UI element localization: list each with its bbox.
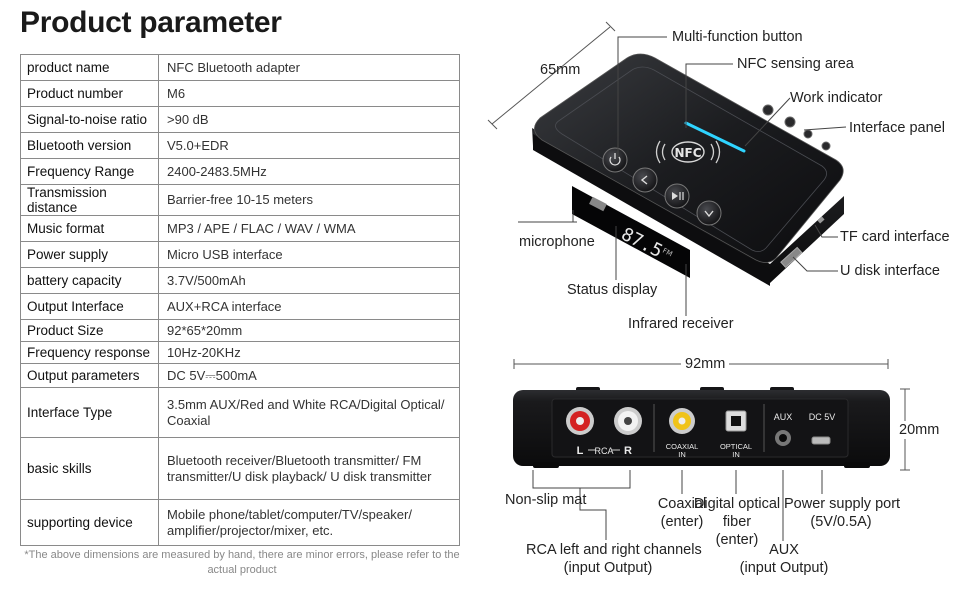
svg-text:IN: IN (732, 450, 740, 459)
play-pause-button-icon (664, 183, 690, 209)
parameter-name: Power supply (20, 241, 159, 268)
bottom-device: L RCA R COAXIAL IN OPTICAL IN AUX DC 5V (513, 359, 910, 471)
callout-rca-channels: RCA left and right channels (input Outpu… (526, 542, 702, 576)
callout-tf-card-interface: TF card interface (840, 229, 950, 245)
top-device: NFC (487, 21, 844, 286)
callout-status-display: Status display (567, 282, 658, 298)
svg-text:OPTICAL: OPTICAL (720, 442, 752, 451)
parameter-value: 10Hz-20KHz (158, 341, 460, 364)
parameter-name: supporting device (20, 499, 159, 546)
coaxial-port-icon (669, 408, 695, 434)
aux-port-icon (775, 430, 791, 446)
parameter-value: NFC Bluetooth adapter (158, 54, 460, 81)
parameter-name: Output parameters (20, 363, 159, 388)
svg-text:DC 5V: DC 5V (809, 412, 836, 422)
parameter-name: basic skills (20, 437, 159, 500)
callout-digital-optical: Digital optical fiber (enter) (693, 496, 781, 548)
callout-aux: AUX (input Output) (739, 542, 829, 576)
footnote: *The above dimensions are measured by ha… (24, 549, 460, 576)
nfc-logo: NFC (655, 140, 721, 164)
callout-coaxial: Coaxial (enter) (657, 496, 707, 530)
parameter-value: 3.5mm AUX/Red and White RCA/Digital Opti… (158, 387, 460, 438)
dc-port-icon (811, 436, 831, 445)
page-title: Product parameter (20, 6, 282, 39)
callout-multi-function-button: Multi-function button (672, 29, 803, 45)
callout-infrared-receiver: Infrared receiver (628, 316, 734, 332)
top-callout-lines (518, 36, 847, 316)
parameter-name: Frequency Range (20, 158, 159, 185)
parameter-value: Bluetooth receiver/Bluetooth transmitter… (158, 437, 460, 500)
parameter-value: >90 dB (158, 106, 460, 133)
work-indicator-light (684, 121, 746, 153)
parameter-value: 92*65*20mm (158, 319, 460, 342)
bottom-callout-lines (532, 470, 823, 541)
parameter-name: Bluetooth version (20, 132, 159, 159)
svg-text:FM: FM (661, 247, 674, 259)
callout-nfc-sensing-area: NFC sensing area (737, 56, 854, 72)
tf-slot-icon (817, 216, 825, 224)
parameter-name: Interface Type (20, 387, 159, 438)
dimension-depth: 65mm (540, 62, 581, 78)
svg-text:IN: IN (678, 450, 686, 459)
svg-text:NFC: NFC (674, 146, 701, 160)
parameter-value: DC 5V⎓500mA (158, 363, 460, 388)
svg-text:COAXIAL: COAXIAL (666, 442, 699, 451)
parameter-value: Barrier-free 10-15 meters (158, 184, 460, 216)
next-button-icon (696, 200, 722, 226)
parameter-name: product name (20, 54, 159, 81)
parameter-name: Music format (20, 215, 159, 242)
callout-interface-panel: Interface panel (849, 120, 945, 136)
parameter-value: Mobile phone/tablet/computer/TV/speaker/… (158, 499, 460, 546)
optical-port-icon (725, 410, 747, 432)
parameter-name: Signal-to-noise ratio (20, 106, 159, 133)
svg-text:RCA: RCA (594, 446, 613, 456)
parameter-value: 3.7V/500mAh (158, 267, 460, 294)
svg-text:L: L (577, 445, 584, 457)
callout-power-supply-port: Power supply port (5V/0.5A) (784, 496, 901, 530)
parameter-row: Signal-to-noise ratio>90 dB (20, 106, 460, 133)
usb-port-icon (780, 246, 803, 269)
callout-u-disk-interface: U disk interface (840, 263, 940, 279)
callout-non-slip-mat: Non-slip mat (505, 492, 587, 508)
callout-work-indicator: Work indicator (790, 90, 883, 106)
parameter-name: battery capacity (20, 267, 159, 294)
power-button-icon (602, 147, 628, 173)
previous-button-icon (632, 167, 658, 193)
dimension-height: 20mm (897, 421, 942, 439)
dimension-width: 92mm (681, 355, 730, 373)
parameter-name: Product number (20, 80, 159, 107)
callout-microphone: microphone (519, 234, 595, 250)
parameter-value: 2400-2483.5MHz (158, 158, 460, 185)
rca-right-port-icon (614, 407, 642, 435)
parameter-name: Transmission distance (20, 184, 159, 216)
rca-left-port-icon (566, 407, 594, 435)
svg-text:AUX: AUX (774, 412, 793, 422)
svg-text:R: R (624, 445, 632, 457)
